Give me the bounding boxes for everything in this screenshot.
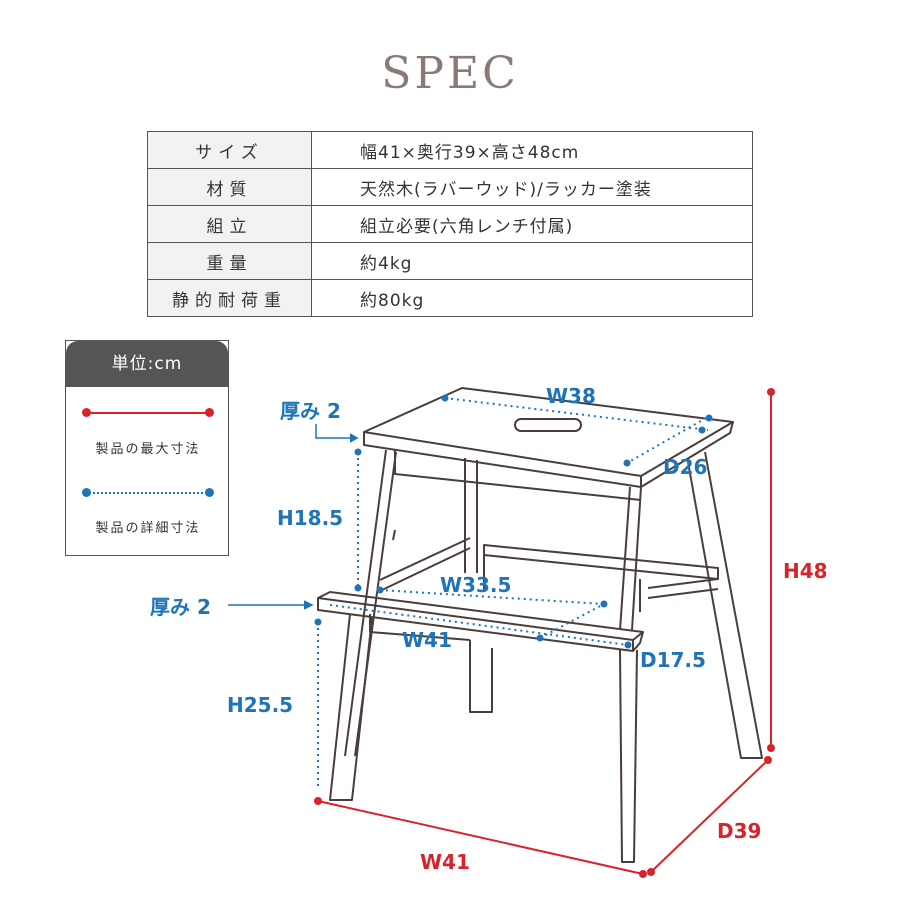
detail-dimension-dots (314, 394, 713, 649)
table-row: 材質 天然木(ラバーウッド)/ラッカー塗装 (147, 168, 753, 206)
table-row: サイズ 幅41×奥行39×高さ48cm (147, 131, 753, 169)
table-row: 組立 組立必要(六角レンチ付属) (147, 205, 753, 243)
top-depth-label: D26 (663, 455, 707, 479)
overall-height-label: H48 (783, 559, 828, 583)
legend-box: 単位:cm 製品の最大寸法 製品の詳細寸法 (65, 340, 229, 556)
step-inner-width-label: W33.5 (440, 573, 511, 597)
unit-label: 単位:cm (66, 341, 228, 387)
upper-height-label: H18.5 (277, 506, 343, 530)
spec-label: サイズ (147, 131, 312, 169)
table-row: 重量 約4kg (147, 242, 753, 280)
spec-label: 組立 (147, 205, 312, 243)
detail-dimension-line-sample (82, 488, 214, 497)
spec-table: サイズ 幅41×奥行39×高さ48cm 材質 天然木(ラバーウッド)/ラッカー塗… (147, 131, 753, 317)
step-depth-label: D17.5 (640, 648, 706, 672)
stool-drawing (317, 387, 763, 863)
max-dimension-line-sample (82, 408, 214, 417)
top-thickness-label: 厚み 2 (280, 399, 341, 423)
detail-dimension-label: 製品の詳細寸法 (95, 521, 201, 536)
table-row: 静的耐荷重 約80kg (147, 279, 753, 317)
spec-value: 天然木(ラバーウッド)/ラッカー塗装 (311, 168, 753, 206)
top-width-label: W38 (546, 384, 596, 408)
overall-depth-label: D39 (717, 819, 761, 843)
step-thickness-label: 厚み 2 (150, 595, 211, 619)
spec-value: 約80kg (311, 279, 753, 317)
thickness-arrows (228, 424, 359, 610)
step-height-label: H25.5 (227, 693, 293, 717)
spec-label: 静的耐荷重 (147, 279, 312, 317)
detail-dimension-lines (317, 397, 709, 788)
step-width-label: W41 (402, 628, 452, 652)
overall-width-label: W41 (420, 850, 470, 874)
max-dimension-lines (314, 388, 775, 878)
page-title: SPEC (381, 48, 519, 99)
spec-value: 組立必要(六角レンチ付属) (311, 205, 753, 243)
max-dimension-label: 製品の最大寸法 (95, 442, 201, 457)
spec-label: 重量 (147, 242, 312, 280)
spec-value: 約4kg (311, 242, 753, 280)
